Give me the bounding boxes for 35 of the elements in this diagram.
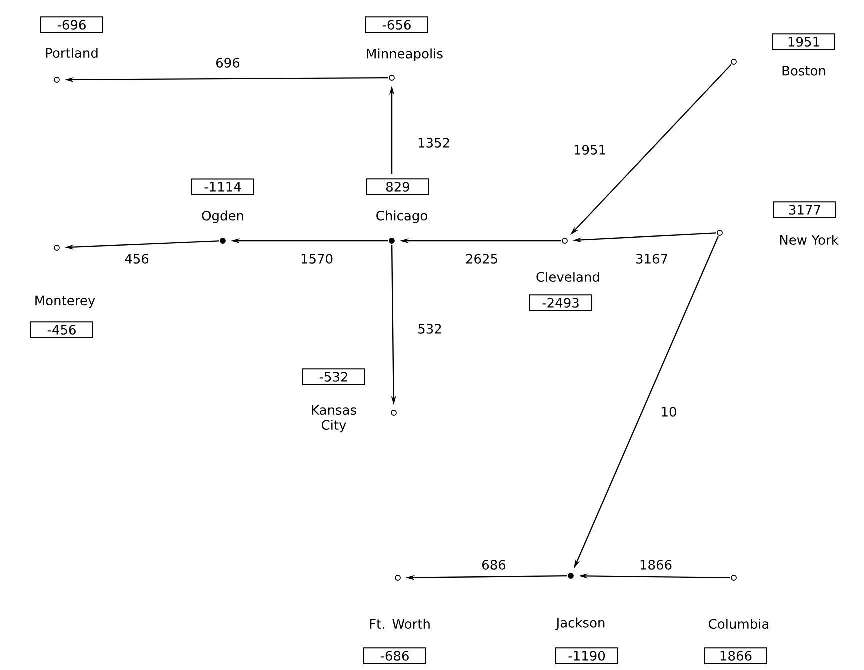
value-box: 1951	[772, 34, 836, 50]
edge-label: 696	[216, 58, 240, 68]
value-box: 829	[366, 178, 430, 196]
city-name: Jackson	[556, 618, 605, 630]
value-box: -686	[364, 648, 426, 664]
value-box: -2493	[530, 294, 592, 312]
city-name: Minneapolis	[367, 48, 443, 62]
city-name: Kansas City	[312, 405, 356, 433]
city-name: Ogden	[202, 210, 244, 224]
value-box: 1866	[704, 648, 768, 664]
edge-label: 686	[482, 560, 506, 570]
value-box: -1190	[556, 648, 618, 664]
city-name: Monterey	[36, 296, 96, 308]
city-name: Portland	[46, 48, 98, 58]
city-name: Boston	[782, 66, 826, 76]
city-name: Columbia	[709, 618, 769, 630]
edge-label: 3167	[636, 254, 668, 264]
value-box: -696	[40, 16, 104, 34]
value-box: -656	[366, 16, 428, 34]
edge-label: 532	[418, 324, 442, 334]
edge-label: 456	[125, 254, 149, 264]
value-box: 3177	[774, 202, 836, 218]
value-box: -456	[30, 322, 94, 338]
edge-label: 1570	[302, 254, 333, 264]
value-box: -1114	[192, 178, 254, 196]
edge-label: 2625	[466, 254, 498, 264]
edge-label: 1951	[574, 145, 606, 155]
edge-label: 1866	[640, 560, 672, 570]
edge-label: 1352	[418, 138, 450, 148]
city-name: New York	[780, 234, 839, 246]
city-name: Ft. Worth	[370, 618, 430, 630]
city-name: Chicago	[376, 210, 428, 224]
value-box: -532	[302, 368, 366, 386]
edge-label: 10	[662, 407, 676, 417]
city-name: Cleveland	[536, 272, 600, 282]
